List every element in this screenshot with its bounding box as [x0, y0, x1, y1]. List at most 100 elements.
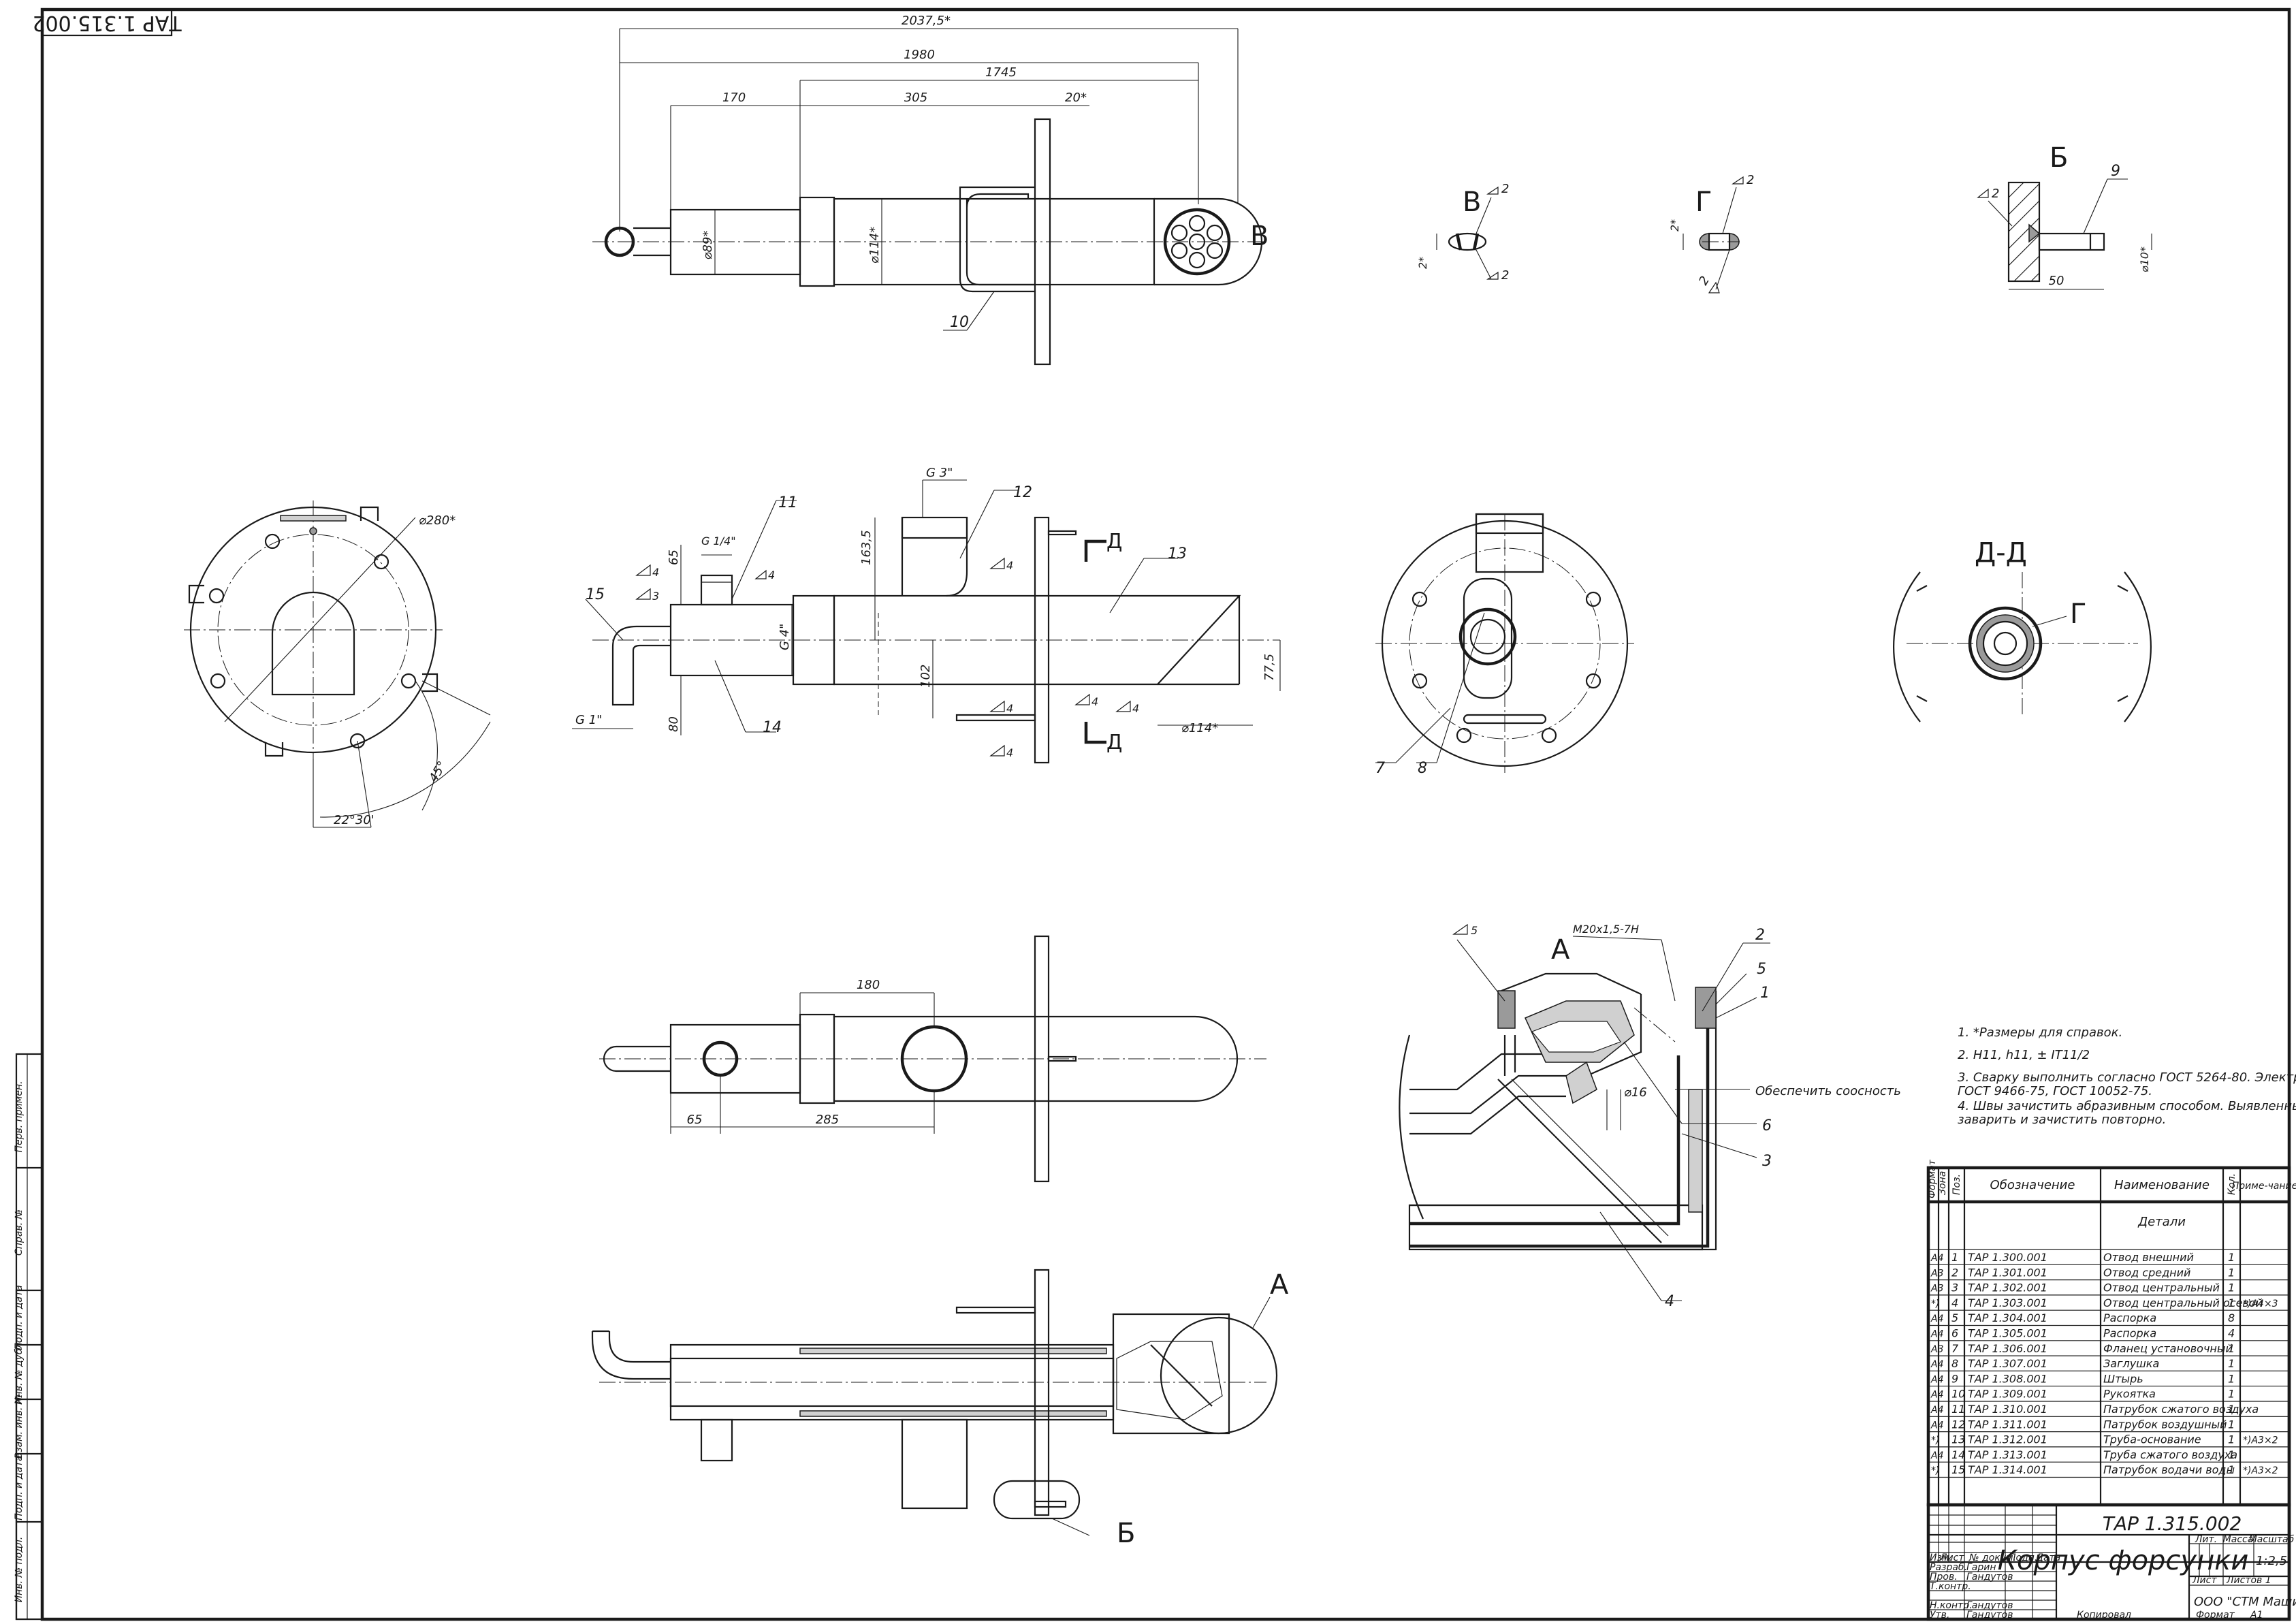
title-col-doc: № докум.	[1968, 1553, 2016, 1563]
spec-cell-name: Патрубок сжатого воздуха	[2103, 1403, 2259, 1416]
title-sheet: Лист	[2192, 1575, 2217, 1586]
spec-cell-designation: ТАР 1.307.001	[1968, 1357, 2047, 1370]
spec-cell-format: A4	[1930, 1420, 1943, 1431]
front-dim-g4: G 4"	[778, 624, 792, 650]
spec-table: Формат Зона Поз. Обозначение Наименовани…	[1926, 1159, 2296, 1507]
spec-cell-format: A4	[1930, 1405, 1943, 1416]
lower-dim-285: 285	[816, 1113, 839, 1127]
spec-cell-name: Распорка	[2103, 1327, 2156, 1340]
spec-cell-designation: ТАР 1.303.001	[1968, 1296, 2047, 1309]
spec-cell-name: Заглушка	[2103, 1357, 2159, 1370]
section-label-a: А	[1270, 1269, 1289, 1301]
flange-angle1: 45°	[426, 759, 449, 784]
spec-cell-format: *)	[1931, 1299, 1939, 1309]
spec-cell-qty: 1	[2228, 1281, 2235, 1294]
weld-mark-3: 4	[768, 569, 775, 582]
detail-v-weld2: 2	[1501, 268, 1509, 283]
spec-cell-name: Отвод внешний	[2103, 1251, 2194, 1264]
drawing-frame	[40, 7, 2291, 1621]
title-name: Корпус форсунки	[1998, 1545, 2249, 1576]
front-dim-g1: G 1"	[575, 713, 602, 727]
spec-cell-format: A3	[1930, 1268, 1943, 1279]
spec-cell-qty: 1	[2228, 1357, 2235, 1370]
spec-cell-pos: 4	[1951, 1296, 1958, 1309]
front-dim-77: 77,5	[1262, 654, 1277, 681]
role-approved-name: Гандутов	[1966, 1610, 2013, 1621]
front-dim-g3: G 3"	[926, 466, 953, 480]
flange-view: ⌀280* 45° 22°30'	[184, 500, 491, 828]
spec-cell-designation: ТАР 1.314.001	[1968, 1463, 2047, 1476]
detail-view-b: Б 2 9 50 ⌀10*	[1977, 142, 2152, 290]
weld-mark-5: 4	[1006, 702, 1013, 715]
spec-cell-designation: ТАР 1.311.001	[1968, 1418, 2047, 1431]
spec-cell-format: A4	[1930, 1450, 1943, 1461]
spec-head-format: Формат	[1927, 1159, 1938, 1198]
detail-b-weld: 2	[1992, 187, 1999, 201]
spec-cell-note: *)A3×2	[2243, 1435, 2278, 1446]
callout-1: 1	[1760, 985, 1770, 1002]
role-developer: Разраб.	[1930, 1562, 1967, 1573]
spec-cell-qty: 1	[2228, 1448, 2235, 1461]
weld-mark-6: 4	[1091, 695, 1098, 708]
callout-4: 4	[1665, 1293, 1674, 1310]
section-label-b: Б	[1117, 1518, 1135, 1549]
title-company: ООО "СТМ Машиностроение"	[2194, 1595, 2296, 1609]
role-developer-name: Гарин	[1966, 1562, 1996, 1573]
spec-cell-designation: ТАР 1.302.001	[1968, 1281, 2047, 1294]
spec-cell-format: A3	[1930, 1284, 1943, 1294]
detail-v-weld1: 2	[1501, 182, 1509, 196]
spec-cell-format: *)	[1931, 1435, 1939, 1446]
title-col-list: Лист	[1939, 1553, 1964, 1563]
callout-15: 15	[586, 586, 605, 603]
section-dd-title: Д-Д	[1975, 537, 2027, 569]
spec-cell-name: Патрубок водачи воды	[2103, 1463, 2235, 1476]
copied-label: Копировал	[2077, 1610, 2131, 1621]
spec-cell-pos: 8	[1951, 1357, 1958, 1370]
callout-11: 11	[778, 494, 797, 511]
section-mark-top: Д	[1106, 530, 1122, 554]
detail-a-weld: 5	[1471, 924, 1478, 937]
spec-cell-qty: 4	[2228, 1327, 2235, 1340]
spec-cell-pos: 7	[1951, 1342, 1959, 1355]
title-col-izm: Изм.	[1930, 1553, 1952, 1563]
detail-v-dim: 2*	[1416, 257, 1429, 269]
section-view: А Б	[591, 1269, 1289, 1549]
front-dim-102: 102	[919, 665, 933, 688]
note-2: 2. H11, h11, ± IT11/2	[1958, 1048, 2090, 1062]
callout-6: 6	[1762, 1117, 1772, 1134]
lower-view: 180 65 285	[599, 935, 1266, 1183]
detail-g-weld1: 2	[1747, 173, 1754, 187]
role-approved: Утв.	[1930, 1610, 1949, 1621]
spec-cell-qty: 1	[2228, 1296, 2235, 1309]
spec-cell-name: Фланец установочный	[2103, 1342, 2233, 1355]
detail-a-label: А	[1551, 934, 1570, 966]
callout-8: 8	[1418, 760, 1427, 777]
title-col-sign: Подп.	[2009, 1553, 2037, 1563]
spec-cell-note: *)A4×3	[2243, 1299, 2278, 1309]
section-dd: Д-Д Г	[1893, 537, 2152, 722]
note-4: 4. Швы зачистить абразивным способом. Вы…	[1958, 1099, 2296, 1113]
spec-cell-qty: 8	[2228, 1311, 2235, 1324]
detail-g-label: Г	[1695, 187, 1712, 218]
callout-2: 2	[1755, 927, 1765, 944]
spec-cell-format: A4	[1930, 1329, 1943, 1340]
spec-head-zone: Зона	[1937, 1171, 1948, 1195]
detail-b-dim1: 50	[2049, 274, 2064, 288]
note-3b: ГОСТ 9466-75, ГОСТ 10052-75.	[1958, 1084, 2152, 1098]
spec-cell-designation: ТАР 1.312.001	[1968, 1433, 2047, 1446]
strip-sign-date-1: Подп. и дата	[14, 1285, 25, 1350]
detail-b-dim2: ⌀10*	[2138, 246, 2151, 272]
spec-cell-qty: 1	[2228, 1388, 2235, 1401]
format-label: Формат	[2196, 1610, 2235, 1621]
spec-cell-name: Труба-основание	[2103, 1433, 2201, 1446]
dim-overall: 2037,5*	[902, 14, 951, 28]
spec-cell-designation: ТАР 1.304.001	[1968, 1311, 2047, 1324]
spec-cell-name: Штырь	[2103, 1372, 2143, 1385]
flange-dia: ⌀280*	[419, 513, 456, 528]
spec-cell-pos: 2	[1951, 1266, 1958, 1279]
spec-cell-qty: 1	[2228, 1433, 2235, 1446]
weld-mark-2: 3	[652, 590, 659, 603]
strip-dup-inv: Инв. № дубл.	[14, 1339, 25, 1405]
